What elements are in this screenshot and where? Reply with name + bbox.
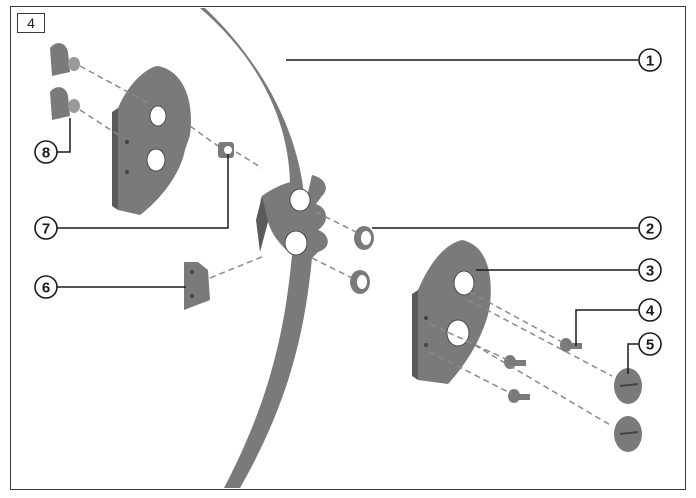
screws: [504, 338, 582, 403]
svg-text:8: 8: [42, 145, 50, 162]
svg-text:6: 6: [42, 280, 50, 297]
svg-text:5: 5: [646, 337, 654, 354]
svg-text:4: 4: [646, 303, 655, 320]
left-mounting-plate: [112, 66, 191, 215]
svg-text:3: 3: [646, 263, 654, 280]
callout-2: 2: [638, 216, 662, 240]
nut: [218, 142, 234, 158]
svg-text:7: 7: [42, 221, 50, 238]
callout-6: 6: [34, 275, 58, 299]
assembly-lines: [79, 65, 613, 427]
callout-4: 4: [638, 298, 662, 322]
diagram-frame: [10, 6, 686, 490]
callout-7: 7: [34, 216, 58, 240]
thumb-screws: [614, 368, 642, 452]
callout-5: 5: [638, 332, 662, 356]
spacer-rings: [350, 226, 374, 294]
svg-text:2: 2: [646, 221, 654, 238]
callout-3: 3: [638, 258, 662, 282]
leader-lines: [56, 59, 638, 374]
step-number-box: 4: [17, 13, 45, 33]
callout-1: 1: [638, 48, 662, 72]
svg-text:1: 1: [646, 53, 654, 70]
knob-screws-left: [50, 43, 80, 120]
ring-part: [200, 8, 328, 488]
small-bracket: [184, 262, 210, 310]
callout-8: 8: [34, 140, 58, 164]
right-mounting-plate: [412, 240, 491, 384]
